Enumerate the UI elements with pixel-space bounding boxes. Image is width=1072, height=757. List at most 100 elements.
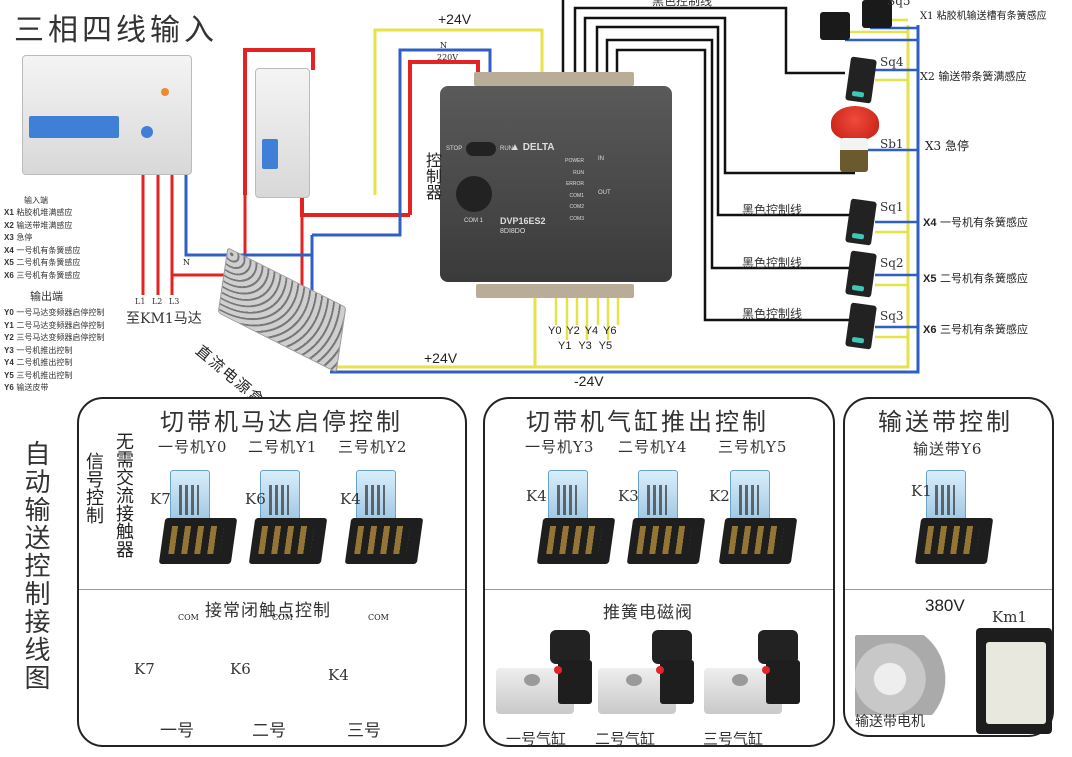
relay-id: K1 bbox=[911, 482, 932, 500]
sensor-wires bbox=[845, 18, 918, 339]
bus-plus24 bbox=[330, 25, 910, 369]
sensor-sq1-desc: X4 一号机有条簧感应 bbox=[923, 216, 1028, 229]
legend-input-item: X6 三号机有条簧感应 bbox=[4, 270, 81, 280]
plc-bottom-terminals bbox=[476, 284, 634, 298]
panel-divider bbox=[845, 589, 1052, 590]
single-pole-breaker bbox=[255, 68, 310, 198]
emergency-stop-button bbox=[831, 106, 879, 140]
phase-l1: L1 bbox=[135, 297, 146, 306]
legend-outputs: Y0 一号马达变频器启停控制 Y1 二号马达变频器启停控制 Y2 三号马达变频器… bbox=[4, 307, 104, 395]
solenoid-title: 推簧电磁阀 bbox=[603, 603, 693, 623]
panel-motor-title: 切带机马达启停控制 bbox=[160, 408, 403, 436]
sensor-sq4-id: Sq4 bbox=[880, 55, 904, 69]
signal-control-label: 信号控制 bbox=[83, 452, 104, 524]
sensor-sq1-id: Sq1 bbox=[880, 200, 904, 214]
breaker-reset-button bbox=[141, 126, 153, 138]
black-wire-label-2: 黑色控制线 bbox=[742, 256, 803, 270]
legend-output-item: Y3 一号机推出控制 bbox=[4, 345, 73, 355]
relay-id: K3 bbox=[618, 487, 639, 505]
contact-id: K6 bbox=[230, 660, 251, 678]
bus-minus24 bbox=[330, 25, 920, 374]
sensor-sb1-id: Sb1 bbox=[880, 137, 904, 151]
contact-label: 三号 bbox=[347, 721, 381, 741]
valve-label: 一号气缸 bbox=[506, 730, 567, 748]
side-title: 自动输送控制接线图 bbox=[21, 440, 51, 692]
plc-model: DVP16ES2 bbox=[500, 216, 546, 226]
plc-top-terminals bbox=[474, 72, 634, 86]
breaker-test-button bbox=[161, 88, 169, 96]
phase-labels: L1 L2 L3 bbox=[135, 297, 179, 306]
sensor-sq2-id: Sq2 bbox=[880, 256, 904, 270]
sensor-sq5-id: Sq5 bbox=[887, 0, 911, 8]
plc-controller: ▲ DELTA DVP16ES2 8DI8DO STOP RUN COM 1 P… bbox=[440, 86, 672, 282]
contact-label: 二号 bbox=[252, 721, 286, 741]
contact-id: K7 bbox=[134, 660, 155, 678]
four-pole-breaker bbox=[22, 55, 192, 175]
plc-in-label: IN bbox=[598, 156, 604, 162]
sensor-sq3-id: Sq3 bbox=[880, 309, 904, 323]
plc-side-label: 控制器 bbox=[423, 152, 442, 200]
legend-output-item: Y1 二号马达变频器启停控制 bbox=[4, 320, 105, 330]
panel-divider bbox=[485, 589, 833, 590]
legend-input-item: X3 急停 bbox=[4, 233, 33, 242]
legend-output-item: Y6 输送皮带 bbox=[4, 383, 49, 392]
legend-output-item: Y4 二号机推出控制 bbox=[4, 358, 73, 367]
black-control-wires bbox=[561, 0, 855, 322]
relay-id: K4 bbox=[526, 487, 547, 505]
solenoid-valve-3 bbox=[704, 630, 814, 720]
relay-caption: 一号机Y0 bbox=[158, 438, 228, 456]
relay-caption: 一号机Y3 bbox=[525, 438, 595, 456]
to-km1-label: 至KM1马达 bbox=[126, 311, 202, 327]
n-label: N bbox=[440, 41, 447, 50]
plc-brand: ▲ DELTA bbox=[510, 142, 555, 153]
legend-input-heading: 输入端 bbox=[24, 196, 48, 205]
sensor-sq5-b bbox=[862, 0, 892, 28]
sensor-sq4-desc: X2 输送带条簧满感应 bbox=[920, 70, 1027, 83]
black-wire-label-3: 黑色控制线 bbox=[742, 307, 803, 321]
panel-divider bbox=[79, 589, 465, 590]
panel-motor-control bbox=[77, 397, 467, 747]
phase-l3: L3 bbox=[168, 297, 180, 306]
relay-caption: 三号机Y5 bbox=[718, 438, 788, 456]
conveyor-motor bbox=[855, 635, 955, 715]
no-contactor-label: 无需交流接触器 bbox=[113, 432, 134, 558]
wire-n bbox=[398, 48, 492, 195]
plc-run-stop-switch[interactable] bbox=[466, 142, 496, 156]
black-wire-top-label: 黑色控制线 bbox=[652, 0, 713, 8]
wire-n-out bbox=[184, 170, 312, 257]
relay-caption: 二号机Y4 bbox=[618, 438, 688, 456]
plc-com-port-label: COM 1 bbox=[464, 218, 484, 224]
wire-blue-n-plc bbox=[312, 195, 402, 237]
breaker-toggle bbox=[29, 116, 119, 138]
sensor-sq5-desc: X1 粘胶机输送槽有条簧感应 bbox=[920, 11, 1047, 22]
relay-id: K2 bbox=[709, 487, 730, 505]
plc-switch-run: RUN bbox=[500, 146, 513, 152]
page-title: 三相四线输入 bbox=[14, 13, 218, 48]
wire-red-mcb-bottom bbox=[300, 195, 410, 217]
220v-label: 220V bbox=[437, 53, 459, 62]
contact-id: K4 bbox=[328, 666, 349, 684]
legend-output-heading: 输出端 bbox=[30, 290, 63, 303]
emergency-stop-base bbox=[840, 138, 868, 172]
plc-com-port[interactable] bbox=[456, 176, 492, 212]
plus24-bottom-label: +24V bbox=[424, 350, 458, 366]
valve-label: 三号气缸 bbox=[703, 730, 764, 748]
contactor-km1 bbox=[976, 628, 1052, 734]
panel-cylinder-title: 切带机气缸推出控制 bbox=[526, 408, 769, 436]
sensor-sb1-desc: X3 急停 bbox=[925, 139, 969, 153]
valve-label: 二号气缸 bbox=[595, 730, 656, 748]
y-labels-row2: Y1 Y3 Y5 bbox=[558, 340, 613, 352]
legend-output-item: Y5 三号机推出控制 bbox=[4, 370, 73, 380]
phase-l2: L2 bbox=[151, 297, 163, 306]
contact-com: COM bbox=[178, 613, 199, 622]
sensor-sq5-a bbox=[820, 12, 850, 40]
voltage-380-label: 380V bbox=[925, 596, 965, 615]
wire-220v bbox=[408, 60, 480, 215]
relay-caption: 三号机Y2 bbox=[338, 438, 408, 456]
wire-plus24-top bbox=[373, 28, 544, 195]
sensor-sq2-desc: X5 二号机有条簧感应 bbox=[923, 272, 1028, 285]
black-wire-label-1: 黑色控制线 bbox=[742, 203, 803, 217]
legend-input-item: X5 二号机有条簧感应 bbox=[4, 258, 81, 267]
